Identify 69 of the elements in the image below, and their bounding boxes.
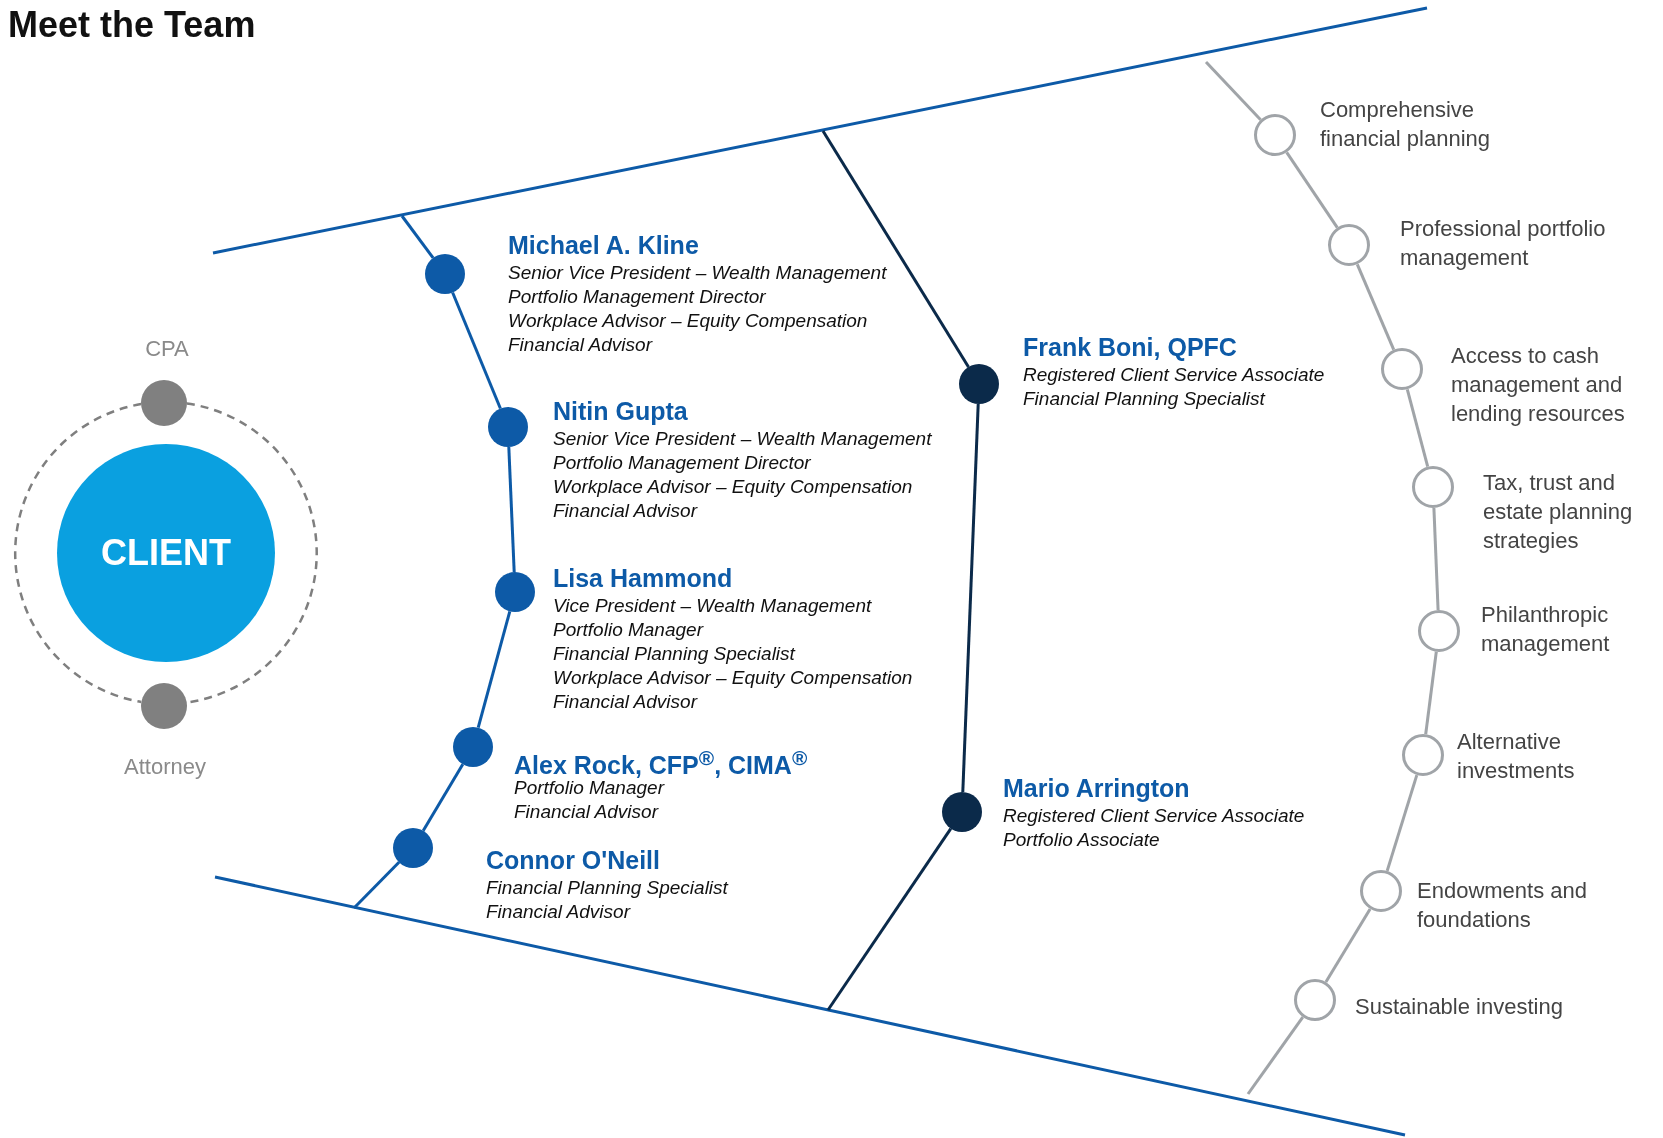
team-member-dot xyxy=(495,572,535,612)
job-title: Portfolio Manager xyxy=(553,619,703,641)
person-name: Frank Boni, QPFC xyxy=(1023,333,1237,362)
job-title: Financial Advisor xyxy=(514,801,658,823)
arc-connector xyxy=(421,763,465,832)
job-title: Financial Planning Specialist xyxy=(486,877,728,899)
service-circle xyxy=(1412,466,1454,508)
service-circle xyxy=(1402,734,1444,776)
person-name: Connor O'Neill xyxy=(486,846,660,875)
arc-connector xyxy=(451,291,502,410)
arc-connector xyxy=(1432,507,1440,611)
service-label: Professional portfolio management xyxy=(1400,215,1607,272)
job-title: Senior Vice President – Wealth Management xyxy=(553,428,932,450)
contact-label: CPA xyxy=(144,335,190,363)
arc-connector xyxy=(1355,263,1396,351)
service-label: Philanthropic management xyxy=(1481,601,1611,658)
job-title: Workplace Advisor – Equity Compensation xyxy=(553,476,913,498)
service-circle xyxy=(1328,224,1370,266)
service-circle xyxy=(1360,870,1402,912)
contact-dot xyxy=(141,380,187,426)
service-label: Comprehensive financial planning xyxy=(1320,96,1492,153)
page-title: Meet the Team xyxy=(8,4,256,46)
arc-connector xyxy=(507,446,516,573)
service-label: Tax, trust and estate planning strategies xyxy=(1483,469,1634,555)
team-member-dot xyxy=(393,828,433,868)
associate-dot xyxy=(942,792,982,832)
job-title: Financial Advisor xyxy=(553,691,697,713)
service-label: Endowments and foundations xyxy=(1417,877,1588,934)
job-title: Senior Vice President – Wealth Management xyxy=(508,262,887,284)
team-member-dot xyxy=(453,727,493,767)
arc-connector xyxy=(1424,651,1438,735)
job-title: Portfolio Management Director xyxy=(508,286,766,308)
arc-connector xyxy=(1324,908,1372,983)
job-title: Registered Client Service Associate xyxy=(1023,364,1325,386)
arc-connector xyxy=(961,403,980,793)
service-circle xyxy=(1294,979,1336,1021)
service-label: Alternative investments xyxy=(1457,728,1576,785)
arc-connector xyxy=(476,610,512,729)
job-title: Workplace Advisor – Equity Compensation xyxy=(508,310,868,332)
associate-dot xyxy=(959,364,999,404)
job-title: Financial Advisor xyxy=(553,500,697,522)
team-member-dot xyxy=(425,254,465,294)
person-name: Mario Arrington xyxy=(1003,774,1190,803)
service-circle xyxy=(1254,114,1296,156)
service-label: Sustainable investing xyxy=(1355,993,1564,1021)
job-title: Financial Planning Specialist xyxy=(553,643,795,665)
job-title: Portfolio Associate xyxy=(1003,829,1160,851)
person-name: Lisa Hammond xyxy=(553,564,733,593)
job-title: Financial Advisor xyxy=(486,901,630,923)
arc-connector xyxy=(1405,388,1430,468)
person-name: Nitin Gupta xyxy=(553,397,688,426)
contact-label: Attorney xyxy=(123,753,207,781)
dashed-ring-arc xyxy=(186,402,318,704)
job-title: Portfolio Management Director xyxy=(553,452,811,474)
client-circle: CLIENT xyxy=(57,444,275,662)
job-title: Registered Client Service Associate xyxy=(1003,805,1305,827)
arc-connector xyxy=(1385,774,1419,872)
dashed-ring-arc xyxy=(14,402,142,704)
arc-connector xyxy=(1285,151,1339,229)
job-title: Financial Advisor xyxy=(508,334,652,356)
service-circle xyxy=(1418,610,1460,652)
contact-dot xyxy=(141,683,187,729)
service-label: Access to cash management and lending resources xyxy=(1451,342,1626,428)
team-member-dot xyxy=(488,407,528,447)
job-title: Financial Planning Specialist xyxy=(1023,388,1265,410)
service-circle xyxy=(1381,348,1423,390)
person-name: Michael A. Kline xyxy=(508,231,699,260)
job-title: Workplace Advisor – Equity Compensation xyxy=(553,667,913,689)
job-title: Vice President – Wealth Management xyxy=(553,595,872,617)
